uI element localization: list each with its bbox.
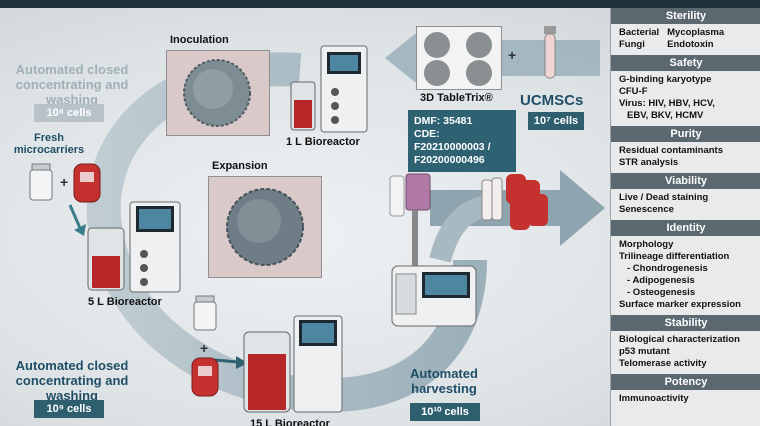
dmf-cde-box: DMF: 35481 CDE: F20210000003 / F20200000… xyxy=(408,110,516,172)
ucmscs-label: UCMSCs xyxy=(520,92,584,109)
bioreactor-5l-device xyxy=(87,201,181,293)
harvested-bags xyxy=(481,174,548,230)
panel-item: - Adipogenesis xyxy=(627,275,695,286)
cde-number-1: F20210000003 / xyxy=(414,141,491,153)
panel-item: STR analysis xyxy=(619,157,679,168)
panel-section-identity-header: Identity xyxy=(611,220,760,236)
cde-line: CDE: xyxy=(414,128,440,140)
cde-number-2: F20200000496 xyxy=(414,154,485,166)
tabletrix-label: 3D TableTrix® xyxy=(420,92,493,104)
plus-sign-2: + xyxy=(508,47,517,63)
panel-item: EBV, BKV, HCMV xyxy=(627,110,704,121)
inoculation-micrograph xyxy=(166,50,270,136)
panel-item: Telomerase activity xyxy=(619,358,707,369)
bioreactor-5l-label: 5 L Bioreactor xyxy=(88,296,162,308)
bottom-cells-badge: 10⁹ cells xyxy=(34,400,104,418)
panel-item: CFU-F xyxy=(619,86,648,97)
ucmsc-tube xyxy=(544,26,556,79)
faded-concentrating-label: Automated closed concentrating and washi… xyxy=(15,62,129,107)
top-bar xyxy=(0,0,760,8)
panel-item: - Osteogenesis xyxy=(627,287,696,298)
plus-sign-3: + xyxy=(200,340,209,356)
dmf-line: DMF: 35481 xyxy=(414,115,473,127)
panel-item: Bacterial xyxy=(619,27,660,38)
panel-item: Morphology xyxy=(619,239,674,250)
panel-section-purity-header: Purity xyxy=(611,126,760,142)
panel-item: Residual contaminants xyxy=(619,145,723,156)
panel-section-potency-header: Potency xyxy=(611,374,760,390)
panel-item: Fungi xyxy=(619,39,645,50)
panel-item: Immunoactivity xyxy=(619,393,689,404)
panel-item: Endotoxin xyxy=(667,39,714,50)
ucmscs-cells-badge: 10⁷ cells xyxy=(528,112,584,130)
inoculation-label: Inoculation xyxy=(170,34,229,46)
panel-item: Biological characterization xyxy=(619,334,740,345)
harvester-device xyxy=(389,173,477,327)
cycle-arrow-loop xyxy=(86,52,487,413)
panel-item: - Chondrogenesis xyxy=(627,263,708,274)
bioreactor-1l-device xyxy=(290,45,368,133)
feed-blood-bag xyxy=(191,357,219,397)
feed-arrow xyxy=(214,358,239,364)
panel-item: Live / Dead staining xyxy=(619,192,709,203)
bioreactor-1l-label: 1 L Bioreactor xyxy=(286,136,360,148)
panel-item: Trilineage differentiation xyxy=(619,251,730,262)
tabletrix-image xyxy=(416,26,502,90)
expansion-micrograph xyxy=(208,176,322,278)
panel-item: Surface marker expression xyxy=(619,299,741,310)
panel-section-stability-header: Stability xyxy=(611,315,760,331)
harvesting-cells-badge: 10¹⁰ cells xyxy=(410,403,480,421)
plus-sign: + xyxy=(60,174,69,190)
expansion-label: Expansion xyxy=(212,160,268,172)
panel-item: G-binding karyotype xyxy=(619,74,712,85)
microcarrier-vial-and-bag xyxy=(29,163,101,203)
panel-item: Mycoplasma xyxy=(667,27,725,38)
panel-section-potency-body: Immunoactivity xyxy=(611,390,760,409)
panel-item: p53 mutant xyxy=(619,346,670,357)
fresh-microcarriers-label: Fresh microcarriers xyxy=(13,132,85,156)
microcarrier-arrow xyxy=(68,204,82,229)
panel-section-sterility-header: Sterility xyxy=(611,8,760,24)
panel-section-viability-header: Viability xyxy=(611,173,760,189)
faded-cells-badge: 10⁸ cells xyxy=(34,104,104,122)
automated-harvesting-label: Automated harvesting xyxy=(410,366,478,396)
bioreactor-15l-label: 15 L Bioreactor xyxy=(250,418,330,426)
panel-section-safety-header: Safety xyxy=(611,55,760,71)
panel-item: Senescence xyxy=(619,204,674,215)
bioreactor-15l-device xyxy=(243,315,343,413)
panel-item: Virus: HIV, HBV, HCV, xyxy=(619,98,715,109)
concentrating-washing-label: Automated closed concentrating and washi… xyxy=(15,358,129,403)
feed-vial xyxy=(193,295,217,331)
